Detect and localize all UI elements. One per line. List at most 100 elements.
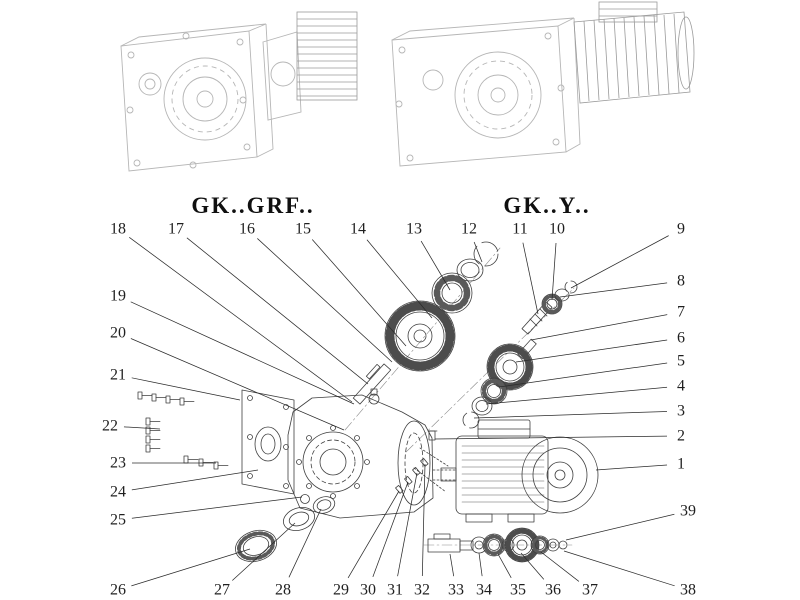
leader-line-28 xyxy=(288,508,322,578)
callout-35: 35 xyxy=(510,582,526,599)
callout-1: 1 xyxy=(677,456,685,473)
callout-18: 18 xyxy=(110,221,126,238)
leader-line-31 xyxy=(397,472,418,577)
exploded-assembly xyxy=(137,241,599,563)
callout-9: 9 xyxy=(677,221,685,238)
callout-21: 21 xyxy=(110,367,126,384)
callout-15: 15 xyxy=(295,221,311,238)
pinion-shaft xyxy=(521,280,578,335)
leader-line-11 xyxy=(522,242,539,315)
bearing-cup-small xyxy=(283,507,315,531)
leader-line-1 xyxy=(595,464,668,471)
callout-2: 2 xyxy=(677,428,685,445)
leader-line-39 xyxy=(565,513,675,541)
leader-line-22 xyxy=(123,426,161,430)
callout-16: 16 xyxy=(239,221,255,238)
leader-line-10 xyxy=(551,242,557,301)
gear-housing xyxy=(287,388,438,519)
callout-27: 27 xyxy=(214,582,230,599)
callout-12: 12 xyxy=(461,221,477,238)
flange-fasteners xyxy=(395,447,449,494)
leader-line-36 xyxy=(520,552,545,580)
seal-ring xyxy=(312,496,336,514)
assembled-motor xyxy=(573,1,695,104)
callout-28: 28 xyxy=(275,582,291,599)
callout-4: 4 xyxy=(677,378,685,395)
leader-line-16 xyxy=(257,238,393,363)
leader-line-21 xyxy=(131,377,241,401)
leader-line-12 xyxy=(473,241,483,263)
callout-36: 36 xyxy=(545,582,561,599)
leader-line-29 xyxy=(347,490,400,579)
shaft-key xyxy=(365,363,381,380)
callout-33: 33 xyxy=(448,582,464,599)
leader-line-2 xyxy=(434,435,668,440)
output-shaft-parts xyxy=(427,527,568,563)
leader-line-17 xyxy=(186,237,369,385)
callout-30: 30 xyxy=(360,582,376,599)
leader-line-27 xyxy=(232,522,296,581)
callout-37: 37 xyxy=(582,582,598,599)
callout-26: 26 xyxy=(110,582,126,599)
leader-line-38 xyxy=(563,550,675,587)
leader-line-3 xyxy=(473,411,668,419)
leader-line-19 xyxy=(130,301,355,405)
callout-38: 38 xyxy=(680,582,696,599)
callout-25: 25 xyxy=(110,512,126,529)
leader-line-33 xyxy=(449,553,455,577)
callout-11: 11 xyxy=(512,221,527,238)
callout-8: 8 xyxy=(677,273,685,290)
terminal-box xyxy=(598,1,658,23)
callout-14: 14 xyxy=(350,221,366,238)
callout-6: 6 xyxy=(677,330,685,347)
leader-line-24 xyxy=(131,469,259,491)
leader-line-9 xyxy=(570,235,669,289)
bearing-cup-large xyxy=(235,529,277,563)
breather-plug xyxy=(368,393,380,405)
right-view-label: GK..Y.. xyxy=(503,193,590,218)
callout-23: 23 xyxy=(110,455,126,472)
electric-motor xyxy=(432,419,599,523)
pinion-snap-ring xyxy=(564,280,578,294)
oil-plug xyxy=(300,494,310,504)
cover-screws-bottom xyxy=(183,455,229,470)
leader-line-13 xyxy=(420,240,451,291)
gk-grf-assembled-view xyxy=(120,11,358,172)
leader-line-26 xyxy=(131,548,251,587)
snap-ring xyxy=(473,241,499,267)
callout-5: 5 xyxy=(677,353,685,370)
bevel-gear-set xyxy=(462,338,537,429)
cover-screws-top xyxy=(137,391,195,406)
motor-shaft xyxy=(440,467,457,482)
leader-line-8 xyxy=(559,282,668,298)
input-fin-block xyxy=(296,11,358,101)
leader-line-14 xyxy=(366,239,433,319)
cover-screws-left xyxy=(145,417,161,453)
callout-7: 7 xyxy=(677,304,685,321)
leader-line-15 xyxy=(311,239,407,347)
callout-19: 19 xyxy=(110,288,126,305)
leader-line-5 xyxy=(498,362,668,388)
input-axis-centerline xyxy=(344,247,501,431)
leader-line-30 xyxy=(372,481,409,578)
callout-29: 29 xyxy=(333,582,349,599)
callout-3: 3 xyxy=(677,403,685,420)
callout-31: 31 xyxy=(387,582,403,599)
input-shaft xyxy=(352,363,392,405)
leader-line-4 xyxy=(485,386,668,405)
callout-39: 39 xyxy=(680,503,696,520)
leader-line-7 xyxy=(530,314,668,341)
gk-y-assembled-view xyxy=(391,1,695,167)
leader-line-20 xyxy=(130,338,345,431)
leader-line-6 xyxy=(515,339,668,363)
pinion-washer xyxy=(554,288,570,302)
motor-foot xyxy=(507,513,535,523)
output-key xyxy=(433,533,451,540)
leader-line-25 xyxy=(131,496,303,519)
leader-line-35 xyxy=(497,553,512,578)
leader-line-34 xyxy=(478,552,483,577)
callout-13: 13 xyxy=(406,221,422,238)
leader-line-37 xyxy=(540,551,580,582)
callout-32: 32 xyxy=(414,582,430,599)
